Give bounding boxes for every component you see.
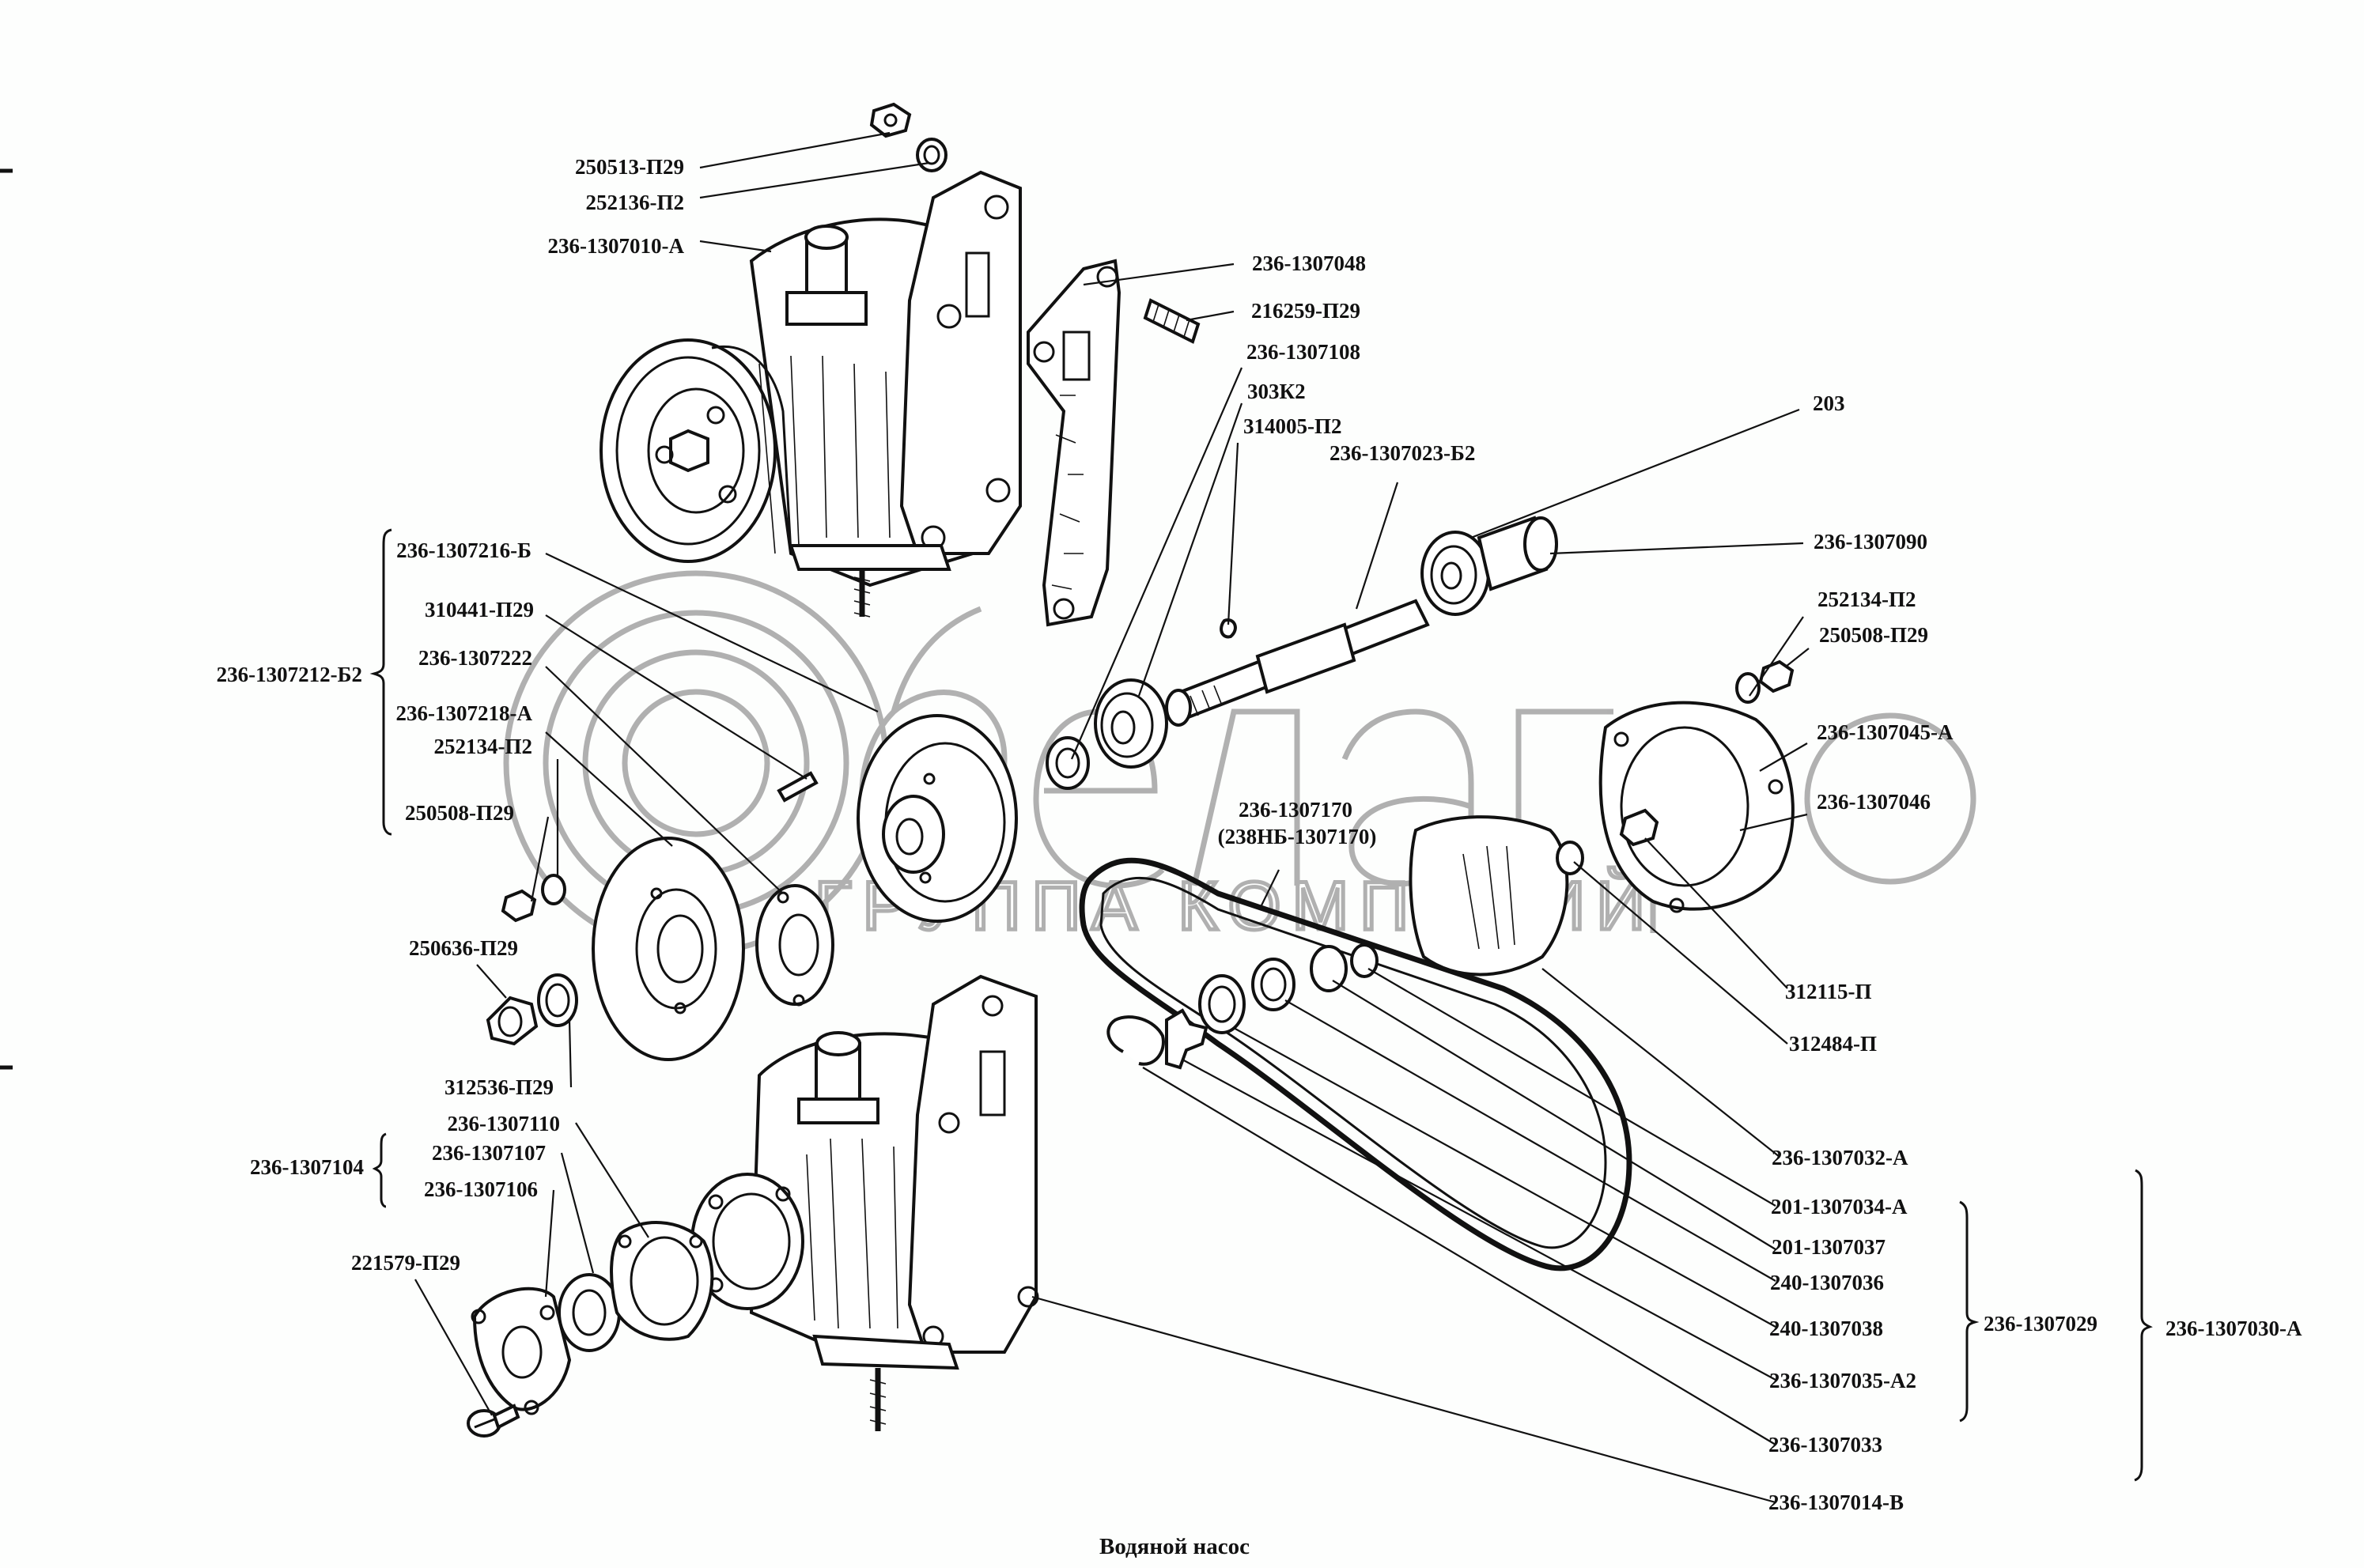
brace-236-1307212-B2 xyxy=(369,528,392,836)
label-250508-P29-right: 250508-П29 xyxy=(1819,623,1928,647)
label-236-1307046: 236-1307046 xyxy=(1817,790,1931,814)
label-236-1307108: 236-1307108 xyxy=(1246,340,1360,364)
diagram-title: Водяной насос xyxy=(1099,1534,1250,1559)
label-236-1307170: 236-1307170 xyxy=(1239,798,1352,822)
part-labels: 250513-П29 252136-П2 236-1307010-А 236-1… xyxy=(217,155,2302,1514)
key-woodruff xyxy=(1220,618,1237,639)
label-216259-P29: 216259-П29 xyxy=(1251,299,1360,323)
label-236-1307035-A2: 236-1307035-А2 xyxy=(1769,1369,1916,1392)
label-221579-P29: 221579-П29 xyxy=(351,1251,460,1275)
label-238NB-1307170: (238НБ-1307170) xyxy=(1218,825,1377,848)
bearing-right xyxy=(1420,516,1558,616)
nut-washer-upper xyxy=(869,102,947,172)
pump-housing-lower xyxy=(690,974,1039,1431)
nut-lock-washer xyxy=(486,973,578,1046)
gasket-plate xyxy=(1027,259,1121,627)
label-236-1307090: 236-1307090 xyxy=(1814,530,1927,554)
label-236-1307222: 236-1307222 xyxy=(418,646,532,670)
label-236-1307014-V: 236-1307014-В xyxy=(1768,1491,1904,1514)
pulley-disc xyxy=(592,837,745,1061)
stud-upper xyxy=(1143,298,1201,344)
label-236-1307032-A: 236-1307032-А xyxy=(1772,1146,1908,1169)
label-236-1307218-A: 236-1307218-А xyxy=(396,701,533,725)
label-236-1307107: 236-1307107 xyxy=(432,1141,546,1165)
brace-236-1307030-A xyxy=(2134,1169,2153,1482)
label-236-1307048: 236-1307048 xyxy=(1252,251,1366,275)
label-236-1307216-B: 236-1307216-Б xyxy=(396,538,531,562)
label-250636-P29: 250636-П29 xyxy=(409,936,518,960)
label-314005-P2: 314005-П2 xyxy=(1243,414,1342,438)
label-240-1307038: 240-1307038 xyxy=(1769,1317,1883,1340)
brace-236-1307029 xyxy=(1959,1200,1980,1423)
seal-ring xyxy=(558,1273,621,1352)
label-201-1307037: 201-1307037 xyxy=(1772,1235,1886,1259)
label-236-1307104: 236-1307104 xyxy=(250,1155,364,1179)
pump-cover-flange xyxy=(1598,701,1795,913)
label-236-1307023-B2: 236-1307023-Б2 xyxy=(1330,441,1475,465)
label-236-1307045-A: 236-1307045-А xyxy=(1817,720,1954,744)
group-braces xyxy=(369,528,2153,1482)
label-236-1307030-A: 236-1307030-А xyxy=(2165,1317,2302,1340)
shaft xyxy=(1165,599,1430,727)
brace-236-1307104 xyxy=(372,1132,387,1208)
hub-flange xyxy=(755,884,834,1007)
pin-stud xyxy=(777,771,819,803)
label-203: 203 xyxy=(1813,391,1845,415)
label-312484-P: 312484-П xyxy=(1789,1032,1877,1056)
label-250513-P29: 250513-П29 xyxy=(575,155,684,179)
screw xyxy=(467,1404,520,1438)
label-236-1307212-B2: 236-1307212-Б2 xyxy=(217,663,362,686)
bearing-left xyxy=(1046,678,1168,790)
label-236-1307029: 236-1307029 xyxy=(1984,1312,2097,1336)
impeller xyxy=(857,714,1018,923)
label-240-1307036: 240-1307036 xyxy=(1770,1271,1884,1294)
label-310441-P29: 310441-П29 xyxy=(425,598,534,622)
label-250508-P29-left: 250508-П29 xyxy=(405,801,514,825)
leader-lines xyxy=(414,131,1810,1504)
pump-housing-upper xyxy=(600,170,1022,618)
label-252134-P2-right: 252134-П2 xyxy=(1817,588,1916,611)
label-312536-P29: 312536-П29 xyxy=(444,1075,554,1099)
label-236-1307033: 236-1307033 xyxy=(1768,1433,1882,1457)
label-252134-P2-left: 252134-П2 xyxy=(434,735,533,758)
nut-washer-left xyxy=(501,874,566,923)
label-236-1307110: 236-1307110 xyxy=(447,1112,560,1135)
label-236-1307106: 236-1307106 xyxy=(424,1177,538,1201)
gasket-ring xyxy=(610,1221,714,1341)
label-236-1307010-A: 236-1307010-А xyxy=(548,234,685,258)
nut-washer-right xyxy=(1556,659,1795,875)
seal-housing-cover xyxy=(1409,815,1569,977)
seal-kit-parts xyxy=(1106,943,1379,1070)
label-303K2: 303К2 xyxy=(1247,380,1306,403)
label-312115-P: 312115-П xyxy=(1785,980,1872,1003)
label-252136-P2: 252136-П2 xyxy=(586,191,685,214)
seal-cover-plate xyxy=(471,1287,572,1415)
label-201-1307034-A: 201-1307034-А xyxy=(1771,1195,1908,1219)
